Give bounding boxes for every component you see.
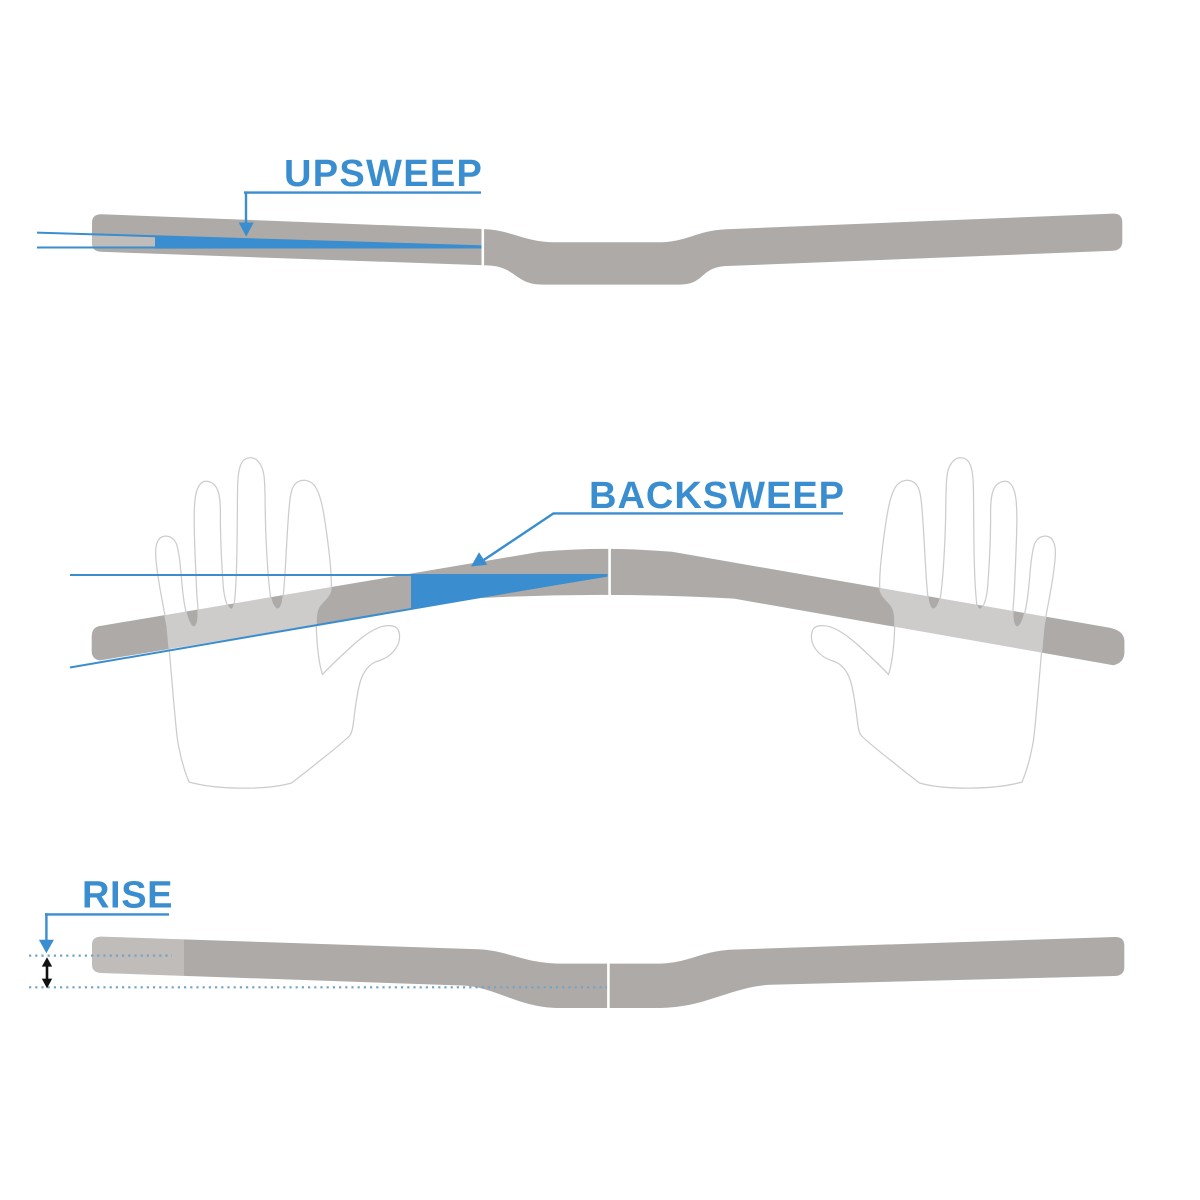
svg-text:BACKSWEEP: BACKSWEEP [589, 475, 845, 517]
svg-text:UPSWEEP: UPSWEEP [284, 153, 483, 195]
svg-text:RISE: RISE [82, 875, 173, 917]
